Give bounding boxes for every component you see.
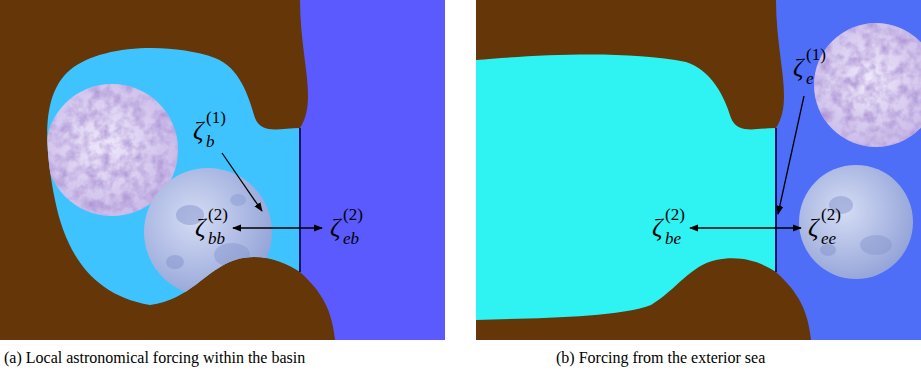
order-superscript: (2): [665, 206, 685, 223]
location-subscript: ee: [821, 230, 836, 247]
order-superscript: (1): [206, 109, 226, 126]
symbol-zeta: ζ: [330, 215, 341, 241]
exchange-arrow: [233, 227, 322, 228]
exterior-sea: [300, 0, 445, 340]
panel-a-art: [0, 0, 445, 340]
order-superscript: (2): [343, 206, 363, 223]
location-subscript: bb: [208, 230, 225, 247]
land: [0, 0, 445, 340]
symbol-zeta: ζ: [793, 55, 804, 81]
sun: [814, 23, 921, 147]
order-superscript: (2): [208, 206, 228, 223]
order-superscript: (2): [821, 206, 841, 223]
panel-caption: (a) Local astronomical forcing within th…: [4, 348, 305, 367]
basin-mouth: [775, 128, 777, 272]
location-subscript: e: [806, 70, 814, 87]
location-subscript: eb: [343, 230, 359, 247]
figure-panel: (b) Forcing from the exterior sea: [476, 0, 921, 340]
basin: [476, 55, 776, 320]
sun-texture: [814, 23, 921, 147]
symbol-zeta: ζ: [193, 118, 204, 144]
forcing-arrow: [778, 96, 804, 214]
panel-caption: (b) Forcing from the exterior sea: [556, 348, 765, 367]
panel-b-art: [476, 0, 921, 340]
forcing-arrow: [222, 153, 262, 211]
location-subscript: be: [665, 230, 681, 247]
location-subscript: b: [206, 133, 215, 150]
symbol-zeta: ζ: [808, 215, 819, 241]
order-superscript: (1): [806, 46, 826, 63]
moon: [144, 168, 272, 296]
moon: [799, 165, 913, 279]
symbol-zeta: ζ: [652, 215, 663, 241]
exchange-arrow: [690, 227, 801, 228]
basin-mouth: [299, 128, 301, 272]
symbol-zeta: ζ: [195, 215, 206, 241]
figure-panel: (a) Local astronomical forcing within th…: [0, 0, 445, 340]
